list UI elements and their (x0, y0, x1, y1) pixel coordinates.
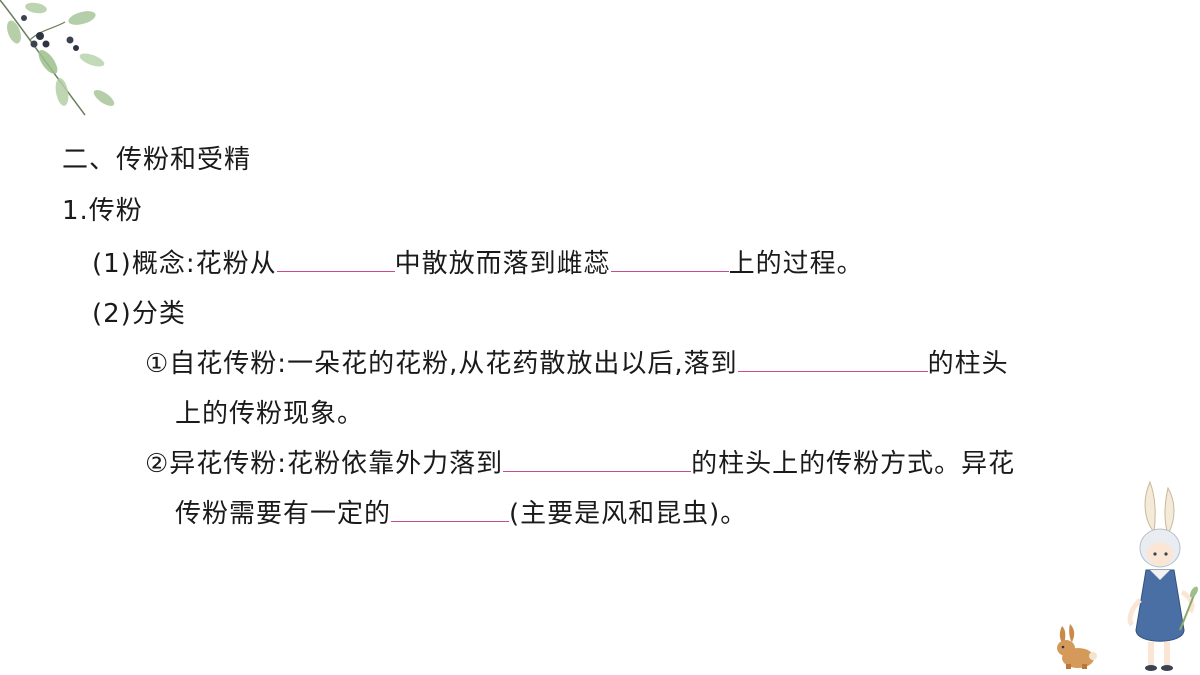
fill-in-blank[interactable] (391, 499, 510, 522)
fill-in-blank[interactable] (503, 449, 692, 472)
classification-title: (2)分类 (92, 299, 186, 329)
cross-pollination-text: ②异花传粉:花粉依靠外力落到 (145, 449, 504, 479)
rabbit-illustration (1057, 624, 1097, 669)
concept-prefix: (1)概念:花粉从 (92, 249, 277, 279)
self-pollination-line1: ①自花传粉:一朵花的花粉,从花药散放出以后,落到 的柱头 (145, 347, 1009, 381)
leaf-branch-decoration (0, 0, 115, 116)
item-title: 1.传粉 (62, 196, 143, 226)
fill-in-blank[interactable] (737, 349, 928, 372)
concept-line: (1)概念:花粉从 中散放而落到雌蕊 上的过程。 (92, 247, 864, 281)
cross-pollination-suffix: 的柱头上的传粉方式。异花 (691, 449, 1016, 479)
self-pollination-line2: 上的传粉现象。 (175, 399, 365, 429)
self-pollination-suffix: 的柱头 (927, 349, 1009, 379)
cross-pollination-line2: 传粉需要有一定的 (主要是风和昆虫)。 (175, 497, 747, 531)
concept-suffix: 上的过程。 (728, 249, 864, 279)
cross-pollination-line1: ②异花传粉:花粉依靠外力落到 的柱头上的传粉方式。异花 (145, 447, 1015, 481)
cross-pollination-text2: 传粉需要有一定的 (175, 499, 392, 529)
cross-pollination-suffix2: (主要是风和昆虫)。 (509, 499, 748, 529)
fill-in-blank[interactable] (276, 249, 395, 272)
fill-in-blank[interactable] (610, 249, 729, 272)
section-heading: 二、传粉和受精 (62, 145, 252, 175)
girl-illustration (1127, 480, 1198, 671)
concept-middle: 中散放而落到雌蕊 (394, 249, 611, 279)
self-pollination-text: ①自花传粉:一朵花的花粉,从花药散放出以后,落到 (145, 349, 738, 379)
